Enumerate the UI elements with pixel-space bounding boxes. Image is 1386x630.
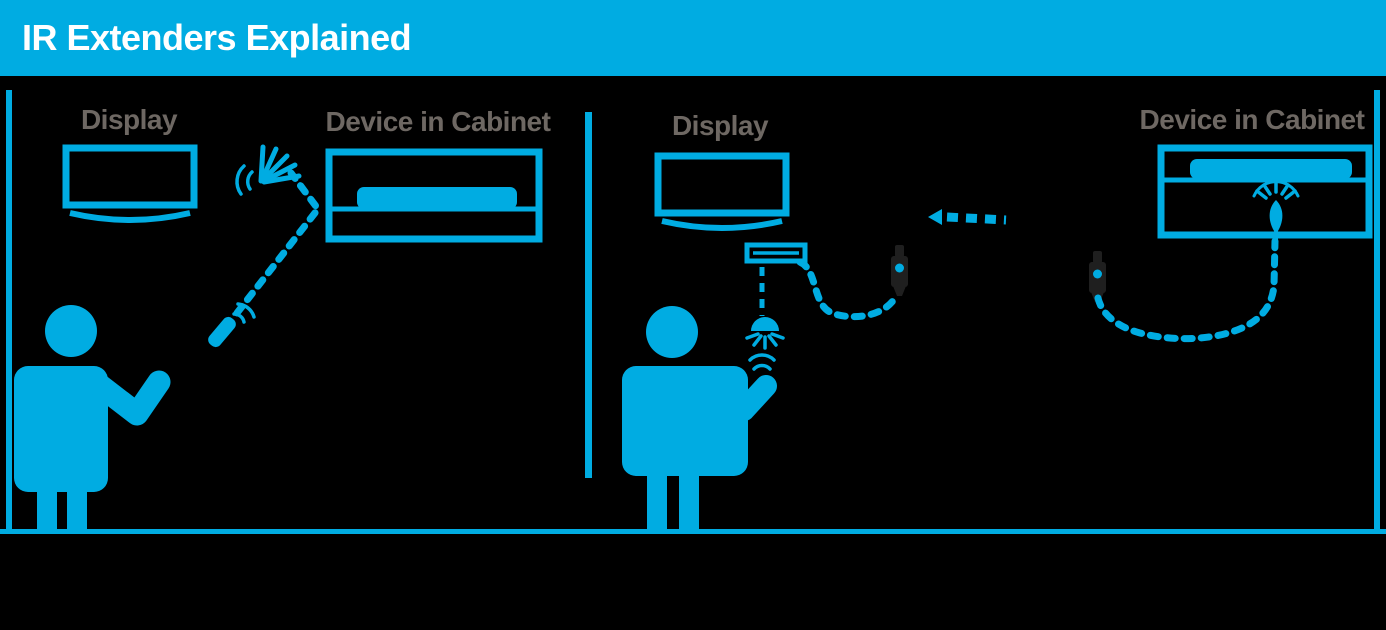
- person-silhouette-icon: [14, 305, 171, 532]
- header-bar: IR Extenders Explained: [0, 0, 1386, 76]
- person-leg: [679, 474, 699, 532]
- person-head: [646, 306, 698, 358]
- tv-display-icon: [654, 152, 790, 231]
- remote-signal-arcs: [748, 353, 776, 362]
- person-leg: [647, 474, 667, 532]
- ir-receiver-box-icon: [744, 242, 808, 264]
- ir-emitter-icon: [1252, 180, 1300, 242]
- signal-arrow-icon: [928, 209, 1007, 225]
- extension-cable-icon: [1094, 237, 1279, 343]
- person-torso: [14, 366, 108, 492]
- tv-display-icon: [62, 144, 198, 223]
- page-title: IR Extenders Explained: [22, 17, 412, 58]
- person-leg: [67, 488, 87, 532]
- audio-jack-connector-icon: [1089, 251, 1106, 302]
- ir-beam-dotted-icon: [233, 169, 323, 317]
- label-cabinet-right: Device in Cabinet: [1139, 104, 1365, 135]
- cabinet-icon: [325, 148, 543, 243]
- person-arm: [709, 373, 777, 421]
- left-scene: [14, 144, 543, 532]
- ir-scatter-burst-icon: [235, 144, 302, 196]
- extension-cable-icon: [796, 258, 899, 321]
- ir-receiver-eye-icon: [745, 317, 785, 350]
- left-wall-line: [6, 90, 12, 533]
- label-cabinet-left: Device in Cabinet: [325, 106, 551, 137]
- person-silhouette-icon: [622, 306, 777, 532]
- person-head: [45, 305, 97, 357]
- right-wall-line: [1374, 90, 1380, 533]
- label-display-right: Display: [671, 110, 769, 141]
- media-device-icon: [357, 187, 517, 209]
- cabinet-icon: [1157, 144, 1373, 239]
- media-device-icon: [1190, 159, 1352, 179]
- person-leg: [37, 488, 57, 532]
- audio-jack-connector-icon: [891, 245, 908, 296]
- remote-control-icon: [208, 302, 256, 348]
- remote-signal-arcs: [752, 363, 772, 371]
- label-display-left: Display: [80, 104, 178, 135]
- right-scene: [622, 144, 1373, 532]
- panel-divider-line: [585, 112, 592, 478]
- person-arm: [86, 370, 171, 426]
